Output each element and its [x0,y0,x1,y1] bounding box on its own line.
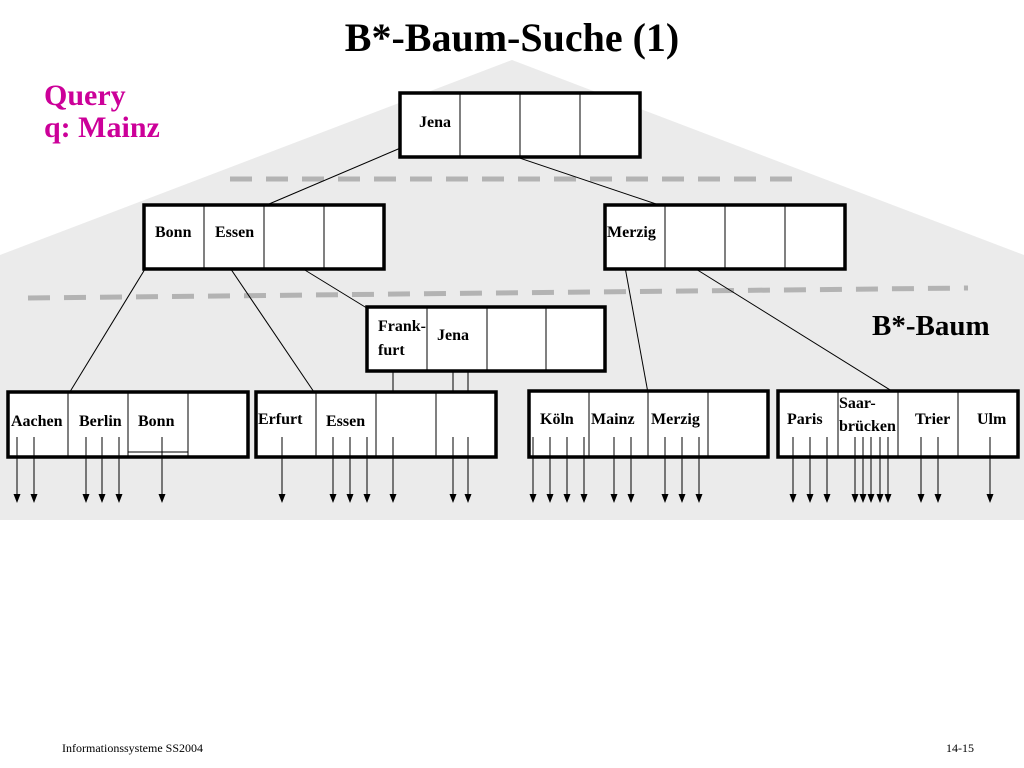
pointer-arrowhead-12 [464,494,472,503]
leaf1-key-1: Aachen [11,413,63,430]
btree-label: B*-Baum [872,310,990,342]
pointer-arrowhead-32 [986,494,994,503]
leaf5-key-1: Paris [787,411,823,428]
pointer-arrowhead-13 [529,494,537,503]
leaf4-key-3: Merzig [651,411,700,428]
leaf1-key-2: Berlin [79,413,122,430]
inner-node-left: Bonn Essen [142,203,386,271]
leaf4-key-2: Mainz [591,411,635,428]
pointer-arrowhead-8 [346,494,354,503]
pointer-arrowhead-22 [789,494,797,503]
pointer-arrowhead-20 [678,494,686,503]
inner-mid-key-2: Jena [437,327,469,344]
pointer-arrowhead-11 [449,494,457,503]
pointer-arrowhead-24 [823,494,831,503]
pointer-arrowhead-27 [867,494,875,503]
leaf-node-4: Köln Mainz Merzig [527,389,770,459]
pointer-arrowhead-16 [580,494,588,503]
pointer-arrowhead-26 [859,494,867,503]
leaf5-key-4: Ulm [977,411,1007,428]
pointer-arrowhead-29 [884,494,892,503]
pointer-arrowhead-0 [13,494,21,503]
pointer-arrowhead-10 [389,494,397,503]
inner-mid-key-1b: furt [378,342,405,359]
query-label: Query q: Mainz [44,80,160,144]
page-title: B*-Baum-Suche (1) [344,15,680,60]
leaf4-key-1: Köln [540,411,574,428]
inner-right-key-1: Merzig [607,224,656,241]
query-line-1: Query [44,79,126,112]
leaf-node-5: Paris Saar- brücken Trier Ulm [776,389,1020,459]
pointer-arrowhead-6 [278,494,286,503]
pointer-arrowhead-7 [329,494,337,503]
leaf2-key-1: Erfurt [258,411,303,428]
leaf5-key-2b: brücken [839,418,896,435]
inner-left-key-1: Bonn [155,224,192,241]
inner-mid-key-1a: Frank- [378,318,426,335]
inner-node-right: Merzig [603,203,847,271]
pointer-arrowhead-30 [917,494,925,503]
pointer-arrowhead-21 [695,494,703,503]
pointer-arrowhead-17 [610,494,618,503]
pointer-arrowhead-14 [546,494,554,503]
level-separator-2 [27,285,969,301]
pointer-arrowhead-15 [563,494,571,503]
pointer-arrowhead-3 [98,494,106,503]
pointer-arrowhead-28 [876,494,884,503]
leaf2-key-2: Essen [326,413,365,430]
query-line-2: q: Mainz [44,111,160,144]
root-key-1: Jena [419,114,451,131]
pointer-arrowhead-1 [30,494,38,503]
root-node: Jena [398,91,642,159]
pointer-arrowhead-9 [363,494,371,503]
pointer-arrowhead-4 [115,494,123,503]
pointer-arrowhead-23 [806,494,814,503]
leaf-node-2: Erfurt Essen [254,390,498,459]
inner-node-middle: Frank- furt Jena [365,305,607,373]
footer-page-number: 14-15 [946,741,974,755]
pointer-arrowhead-31 [934,494,942,503]
footer-course: Informationssysteme SS2004 [62,741,203,755]
data-pointer-arrows [13,437,994,503]
pointer-arrowhead-18 [627,494,635,503]
leaf5-key-2a: Saar- [839,395,876,412]
pointer-arrowhead-2 [82,494,90,503]
pointer-arrowhead-25 [851,494,859,503]
leaf-node-1: Aachen Berlin Bonn [6,390,250,459]
inner-left-key-2: Essen [215,224,254,241]
leaf1-key-3: Bonn [138,413,175,430]
leaf5-key-3: Trier [915,411,950,428]
pointer-arrowhead-5 [158,494,166,503]
pointer-arrowhead-19 [661,494,669,503]
